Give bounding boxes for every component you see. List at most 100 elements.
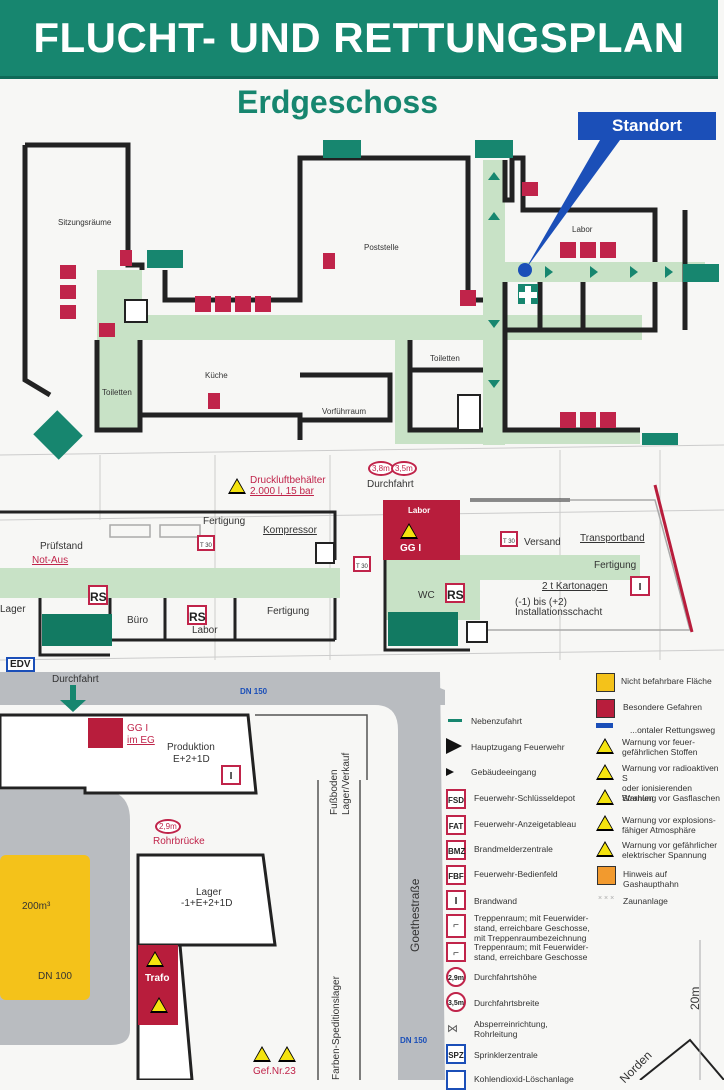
building-label: Fußboden (329, 769, 340, 815)
warning-flammable-icon (253, 1046, 271, 1062)
room-label: Küche (205, 371, 228, 380)
triangle-large-icon (446, 738, 462, 754)
spz-icon: SPZ (446, 1044, 466, 1064)
legend-label: Warnung vor gefährlicher elektrischer Sp… (622, 840, 718, 860)
room-label: WC (418, 590, 435, 601)
warning-flammable-icon (150, 997, 168, 1013)
room-label: Poststelle (364, 243, 399, 252)
warning-flammable-icon (596, 738, 614, 754)
passage-label: Durchfahrt (52, 674, 99, 685)
shaft-label: (-1) bis (+2) (515, 597, 567, 608)
room-label: Vorführraum (322, 407, 367, 416)
emergency-stop-label: Not-Aus (32, 555, 69, 566)
warning-gas-cylinder-icon (596, 789, 614, 805)
warning-explosive-icon (278, 1046, 296, 1062)
non-drivable-area (0, 855, 90, 1000)
co2-icon (446, 1070, 466, 1090)
legend-label: Nebenzufahrt (471, 716, 523, 726)
room-label: Fertigung (594, 560, 637, 571)
legend-label: Treppenraum; mit Feuerwider- stand, erre… (474, 913, 590, 943)
legend-label: Warnung vor feuer- gefährlichen Stoffen (622, 737, 698, 757)
warning-gas-cylinder-icon (228, 478, 246, 494)
floor-title: Erdgeschoss (237, 84, 438, 120)
smoke-vent-sign: RS (187, 605, 207, 625)
edv-sign: EDV (6, 657, 35, 672)
fire-door-sign: T 30 (197, 535, 215, 551)
elevators (124, 299, 488, 643)
room-label: Lager (0, 604, 26, 615)
warning-explosive-icon (596, 815, 614, 831)
legend-label: Hinweis auf Gashaupthahn (623, 869, 679, 889)
warning-electric-icon (596, 841, 614, 857)
danger-zone-labor (383, 500, 460, 560)
room-label: Versand (524, 537, 561, 548)
fire-door-sign: T 30 (500, 531, 518, 547)
hazard-group-label: GG I (400, 543, 422, 554)
stairs-labeled-icon: ⌐ (446, 914, 466, 938)
location-marker-label: Standort (578, 112, 716, 140)
fire-wall-sign: I (221, 765, 241, 785)
smoke-vent-sign: RS (88, 585, 108, 605)
equipment-label: Kompressor (263, 525, 317, 536)
room-label: Labor (192, 625, 218, 636)
room-label: Büro (127, 615, 149, 626)
title-banner (0, 0, 718, 79)
gas-valve-sign-icon (597, 866, 616, 885)
width-icon: 3,5m (446, 992, 466, 1012)
hydrant-label: DN 150 (240, 687, 268, 696)
legend-label: Sprinklerzentrale (474, 1050, 538, 1060)
legend-label: Gebäudeeingang (471, 767, 537, 777)
height-sign: 3,8m (368, 461, 394, 476)
exit-signs (33, 140, 719, 460)
legend-label: Brandwand (474, 896, 518, 906)
fire-wall-icon: I (446, 890, 466, 910)
legend-label: Zaunanlage (623, 896, 668, 906)
legend-label: Feuerwehr-Anzeigetableau (474, 819, 577, 829)
hazard-label: 2.000 l, 15 bar (250, 486, 314, 497)
room-label: Toiletten (102, 388, 132, 397)
danger-zone-gg1 (88, 718, 123, 748)
room-label: Labor (572, 225, 593, 234)
danger-zone-label: Labor (408, 506, 431, 515)
fire-door-sign: T 30 (353, 556, 371, 572)
red-square-icon (596, 699, 615, 718)
room-label: Fertigung (203, 516, 246, 527)
legend-label: ...ontaler Rettungsweg (630, 725, 716, 735)
escape-arrows (60, 172, 673, 712)
legend-label: Hauptzugang Feuerwehr (471, 742, 565, 752)
danger-zone-label: Trafo (145, 973, 170, 984)
arrow-teal-icon (448, 719, 462, 722)
building-label: Lager/Verkauf (341, 752, 352, 815)
height-icon: 2,9m (446, 967, 466, 987)
room-label: Prüfstand (40, 541, 83, 552)
fire-equipment-signs (60, 182, 616, 428)
north-arrow (639, 1038, 724, 1080)
room-label: Sitzungsräume (58, 218, 112, 227)
legend-label: Absperreinrichtung, Rohrleitung (474, 1019, 548, 1039)
hazard-label: im EG (127, 735, 155, 746)
legend-label: Treppenraum; mit Feuerwider- stand, erre… (474, 942, 589, 962)
legend-label: Durchfahrtshöhe (474, 972, 537, 982)
fbf-icon: FBF (446, 865, 466, 885)
yellow-square-icon (596, 673, 615, 692)
legend-label: Nicht befahrbare Fläche (621, 676, 712, 686)
hydrant-label: DN 150 (400, 1036, 428, 1045)
building-label: Lager (196, 887, 222, 898)
legend-label: Warnung vor radioaktiven S oder ionisier… (622, 763, 719, 803)
equipment-label: Transportband (580, 533, 645, 544)
fence-icon: × × × (598, 895, 615, 902)
legend-label: Warnung vor explosions- fähiger Atmosphä… (622, 815, 716, 835)
stairs-icon: ⌐ (446, 942, 466, 962)
standort-pointer (525, 140, 620, 270)
legend-label: Feuerwehr-Schlüsseldepot (474, 793, 576, 803)
shaft-label: Installationsschacht (515, 607, 603, 618)
tank-label: 200m³ (22, 901, 51, 912)
scale-label: 20m (688, 986, 702, 1010)
legend-label: Durchfahrtsbreite (474, 998, 540, 1008)
stairwell-right (388, 612, 458, 646)
fsd-icon: FSD (446, 789, 466, 809)
passage-label: Durchfahrt (367, 479, 414, 490)
lower-buildings (0, 713, 277, 1080)
warning-radioactive-icon (400, 523, 418, 539)
